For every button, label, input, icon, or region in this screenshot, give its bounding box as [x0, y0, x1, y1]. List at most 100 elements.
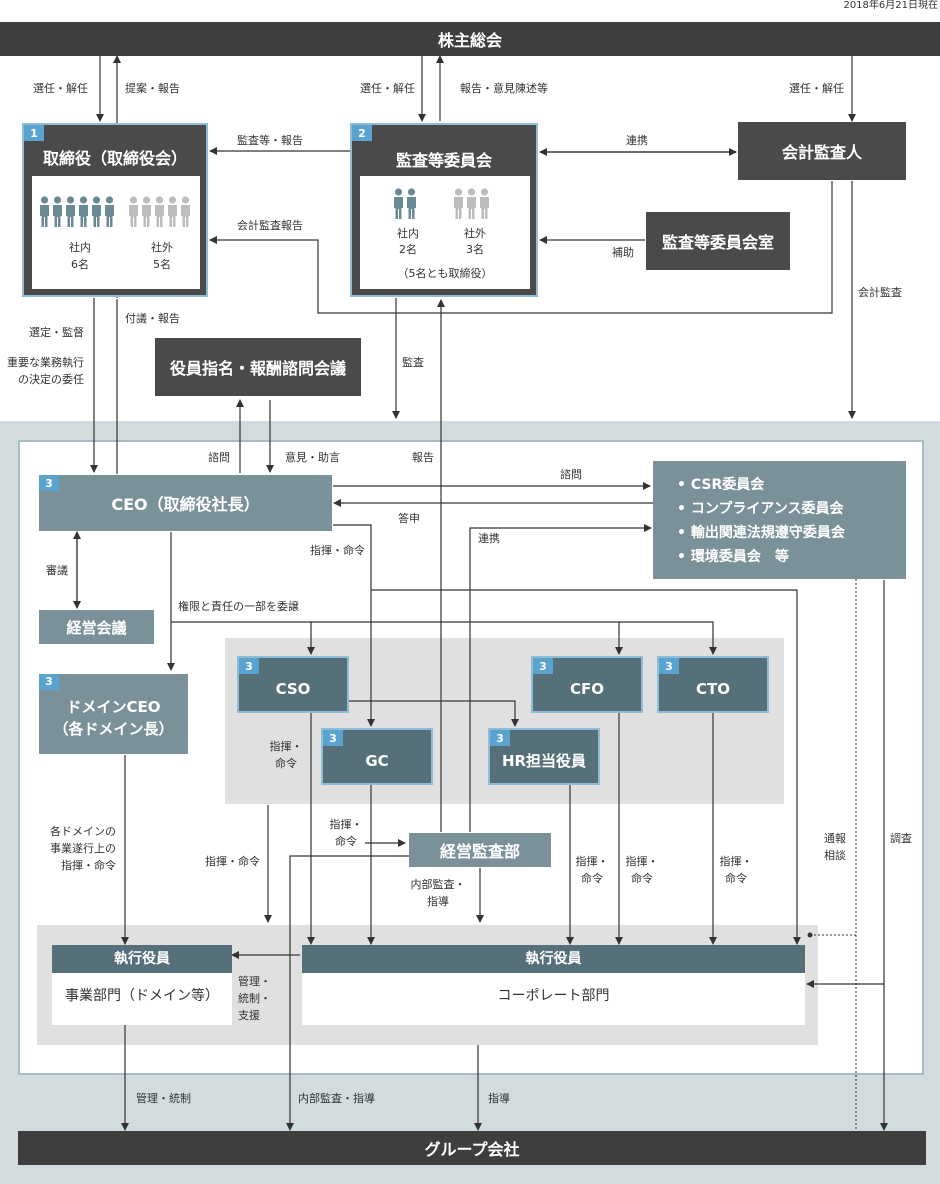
label-audit: 監査 [402, 356, 424, 369]
audit-internal-label: 社内 [397, 227, 419, 240]
label-elect-dismiss-audit: 選任・解任 [360, 82, 415, 95]
corporate-exec-box: 執行役員 コーポレート部門 [302, 945, 805, 1025]
label-command-cso-line2: 命令 [275, 757, 297, 770]
label-internal-audit-guide-line1: 内部監査・ [410, 878, 466, 891]
as-of-date: 2018年6月21日現在 [843, 0, 938, 11]
audit-committee-note: （5名とも取締役） [397, 267, 493, 280]
label-command-cso-line1: 指揮・ [269, 740, 303, 753]
committees-box: • CSR委員会 • コンプライアンス委員会 • 輸出関連法規遵守委員会 • 環… [653, 461, 906, 579]
label-advice: 意見・助言 [285, 451, 340, 464]
label-delegate-authority: 権限と責任の一部を委譲 [178, 600, 299, 613]
cso-box: 3 CSO [237, 656, 349, 713]
hr-number-badge: 3 [490, 730, 510, 746]
management-meeting-box: 経営会議 [39, 610, 154, 644]
board-internal-people-icons [38, 196, 120, 230]
gc-number-badge: 3 [323, 730, 343, 746]
audit-external-count: 3名 [466, 243, 484, 256]
business-exec-header: 執行役員 [52, 945, 232, 973]
cfo-label: CFO [569, 679, 604, 698]
cfo-box: 3 CFO [531, 656, 643, 713]
gc-label: GC [365, 751, 389, 770]
label-command-gc-line1: 指揮・ [329, 818, 363, 831]
label-manage-line1: 管理・ [238, 975, 271, 988]
committee-export-control: • 輸出関連法規遵守委員会 [677, 525, 845, 541]
cfo-number-badge: 3 [533, 658, 553, 674]
label-whistleblow-line2: 相談 [824, 849, 846, 862]
label-consult-committees: 諮問 [560, 468, 582, 481]
audit-committee-number-badge: 2 [352, 125, 372, 141]
label-submit-report: 付議・報告 [125, 312, 180, 325]
corporate-exec-header: 執行役員 [302, 945, 805, 973]
hr-label: HR担当役員 [501, 752, 587, 770]
board-internal-label: 社内 [69, 241, 91, 254]
label-delegate-line1: 重要な業務執行 [7, 356, 84, 369]
label-propose-report: 提案・報告 [125, 82, 180, 95]
nomination-compensation-council-box: 役員指名・報酬諮問会議 [155, 338, 361, 396]
label-consult-nomination: 諮問 [208, 451, 230, 464]
label-manage-line3: 支援 [238, 1009, 260, 1022]
label-manage-line2: 統制・ [238, 992, 271, 1005]
ceo-title: CEO（取締役社長） [111, 495, 260, 514]
internal-audit-dept-box: 経営監査部 [409, 833, 551, 867]
committee-environment: • 環境委員会 等 [677, 549, 789, 565]
hr-officer-box: 3 HR担当役員 [488, 728, 600, 785]
domain-ceo-title: ドメインCEO [66, 698, 161, 716]
domain-ceo-box: 3 ドメインCEO （各ドメイン長） [39, 674, 188, 754]
corporate-exec-body: コーポレート部門 [497, 988, 610, 1004]
domain-ceo-number-badge: 3 [39, 674, 59, 690]
label-investigate: 調査 [890, 832, 912, 845]
label-select-supervise: 選定・監督 [29, 326, 84, 339]
board-external-count: 5名 [153, 258, 171, 271]
label-report-opinion: 報告・意見陳述等 [460, 82, 548, 95]
audit-committee-title: 監査等委員会 [395, 151, 492, 170]
label-cooperate-committees: 連携 [478, 532, 500, 545]
cto-number-badge: 3 [659, 658, 679, 674]
business-exec-box: 執行役員 事業部門（ドメイン等） [52, 945, 232, 1025]
label-audit-report: 監査等・報告 [237, 134, 303, 147]
accounting-auditor-box: 会計監査人 [738, 122, 906, 180]
label-command-hr-line1: 指揮・ [575, 855, 609, 868]
group-companies-bar: グループ会社 [18, 1131, 926, 1165]
label-command-left: 指揮・命令 [205, 855, 260, 868]
label-domain-command-line2: 事業遂行上の [50, 842, 116, 855]
audit-internal-count: 2名 [399, 243, 417, 256]
board-internal-count: 6名 [71, 258, 89, 271]
business-exec-body: 事業部門（ドメイン等） [65, 988, 219, 1004]
label-assist: 補助 [612, 246, 634, 259]
ceo-number-badge: 3 [39, 475, 59, 491]
label-command-cto-line1: 指揮・ [719, 855, 753, 868]
label-command-gc-line2: 命令 [335, 835, 357, 848]
label-command-cfo-line1: 指揮・ [625, 855, 659, 868]
gc-box: 3 GC [321, 728, 433, 785]
cto-box: 3 CTO [657, 656, 769, 713]
label-manage-control: 管理・統制 [136, 1092, 191, 1105]
label-internal-audit-guide-group: 内部監査・指導 [298, 1092, 375, 1105]
ceo-box: 3 CEO（取締役社長） [39, 475, 332, 531]
label-cooperate-auditor: 連携 [626, 134, 648, 147]
label-command-hr-line2: 命令 [581, 872, 603, 885]
label-command-cto-line2: 命令 [725, 872, 747, 885]
cso-number-badge: 3 [239, 658, 259, 674]
cso-label: CSO [275, 679, 311, 698]
label-internal-audit-guide-line2: 指導 [427, 895, 449, 908]
board-number-badge: 1 [24, 125, 44, 141]
cto-label: CTO [696, 679, 730, 698]
label-whistleblow-line1: 通報 [824, 832, 846, 845]
label-answer: 答申 [398, 512, 420, 525]
label-command-cfo-line2: 命令 [631, 872, 653, 885]
label-guidance: 指導 [488, 1092, 510, 1105]
label-command-ceo: 指揮・命令 [310, 544, 365, 557]
audit-external-people-icons [452, 188, 496, 222]
domain-ceo-subtitle: （各ドメイン長） [53, 720, 174, 738]
label-deliberate: 審議 [46, 564, 68, 577]
label-report-audit: 報告 [412, 451, 434, 464]
board-external-people-icons [127, 196, 197, 230]
label-accounting-audit: 会計監査 [858, 286, 902, 299]
label-accounting-audit-report: 会計監査報告 [237, 219, 303, 232]
audit-internal-people-icons [392, 188, 426, 222]
label-elect-dismiss-auditor: 選任・解任 [789, 82, 844, 95]
committee-csr: • CSR委員会 [677, 477, 765, 493]
audit-committee-members-panel: 社内 2名 社外 3名 （5名とも取締役） [360, 176, 530, 289]
board-title: 取締役（取締役会） [42, 149, 187, 168]
